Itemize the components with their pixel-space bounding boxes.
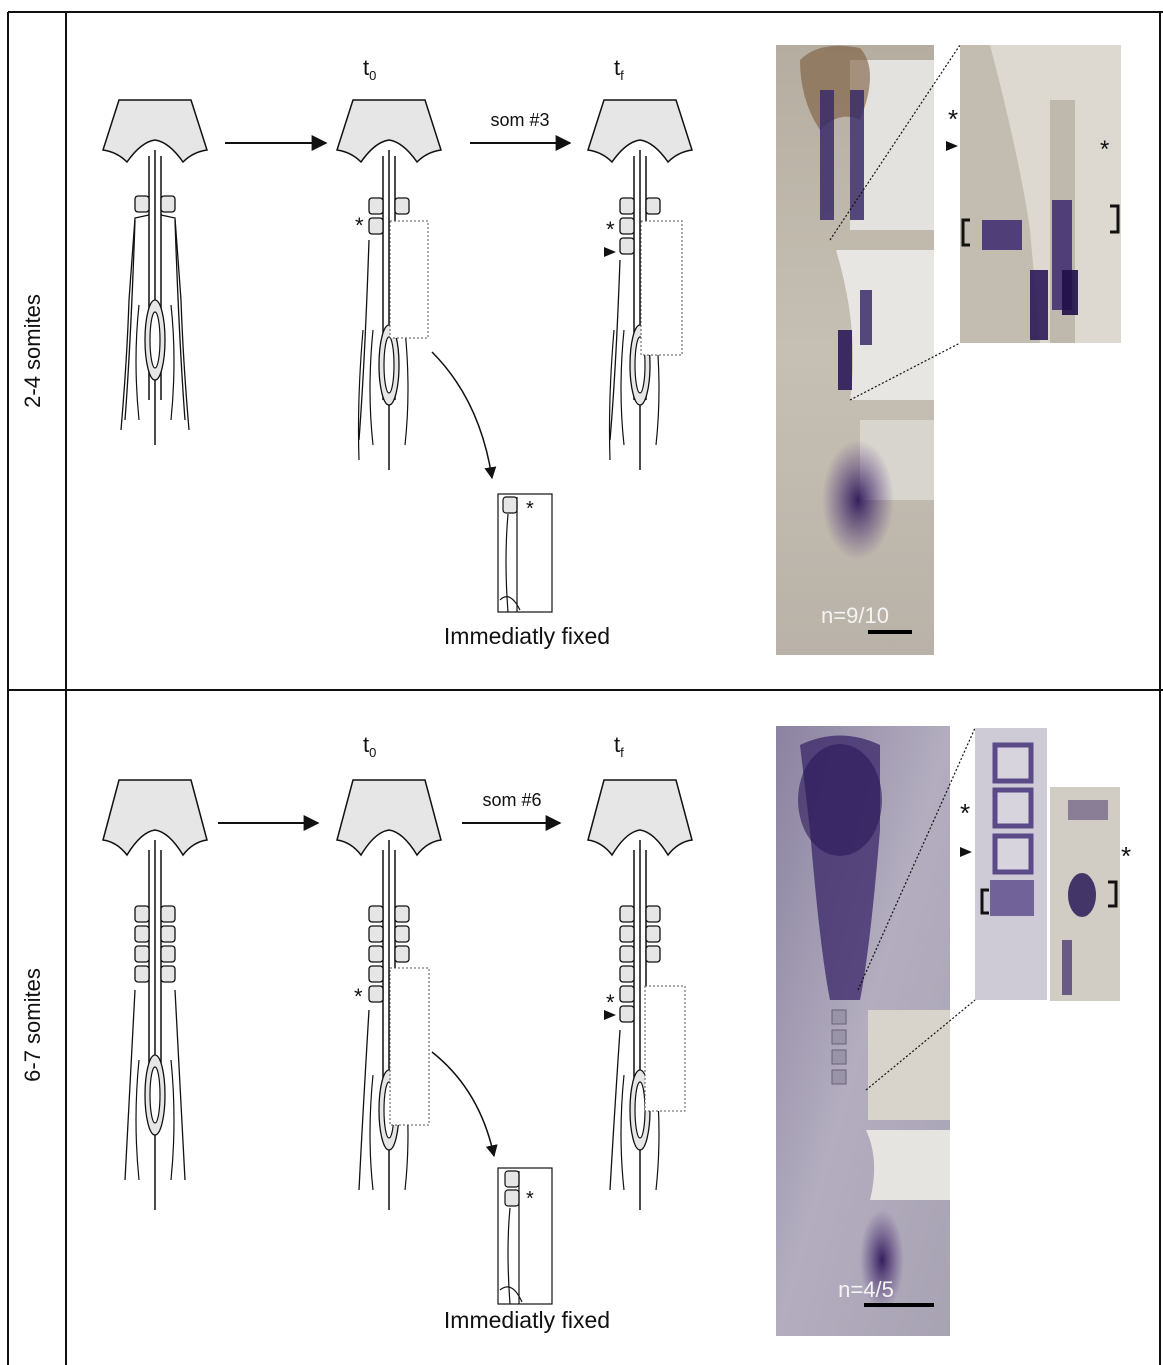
somite-star: * (354, 984, 363, 1009)
somite-star: * (355, 213, 364, 238)
tf-label: tf (614, 55, 624, 83)
arrow-fixed (432, 352, 492, 478)
arrow-label: som #3 (490, 110, 549, 130)
arrow-fixed (432, 1052, 494, 1156)
t0-label: t0 (363, 55, 376, 83)
somite-star: * (606, 990, 615, 1015)
embryo-schematic-t0 (337, 100, 441, 470)
embryo-schematic-tf (588, 100, 692, 470)
arrowhead-marker (604, 247, 616, 257)
micrograph-inset-6-7-somites-left (975, 728, 1047, 1000)
somite-star: * (526, 1188, 534, 1210)
arrow-label: som #6 (482, 790, 541, 810)
n-count: n=9/10 (821, 603, 889, 628)
micrograph-inset-2-4-somites (960, 45, 1121, 343)
somite-star: * (526, 498, 534, 520)
somite-star: * (606, 217, 615, 242)
t0-label: t0 (363, 732, 376, 760)
embryo-schematic-t0 (337, 780, 441, 1210)
arrowhead-marker (960, 847, 972, 857)
fixed-explant-inset: * (498, 1168, 552, 1304)
fixed-explant-inset: * (498, 494, 552, 612)
micrograph-6-7-somites: n=4/5 (776, 726, 950, 1336)
embryo-schematic-initial (103, 780, 207, 1210)
fixed-caption: Immediatly fixed (444, 623, 610, 649)
micrograph-inset-6-7-somites-right (1050, 787, 1120, 1001)
somite-star: * (1100, 136, 1109, 163)
fixed-caption: Immediatly fixed (444, 1307, 610, 1333)
embryo-schematic-tf (588, 780, 692, 1210)
somite-star: * (1121, 841, 1131, 871)
arrowhead-marker (946, 141, 958, 151)
somite-star: * (948, 104, 958, 134)
somite-star: * (960, 798, 970, 828)
tf-label: tf (614, 732, 624, 760)
embryo-schematic-initial (103, 100, 207, 445)
micrograph-2-4-somites: n=9/10 (776, 45, 934, 655)
n-count: n=4/5 (838, 1277, 894, 1302)
